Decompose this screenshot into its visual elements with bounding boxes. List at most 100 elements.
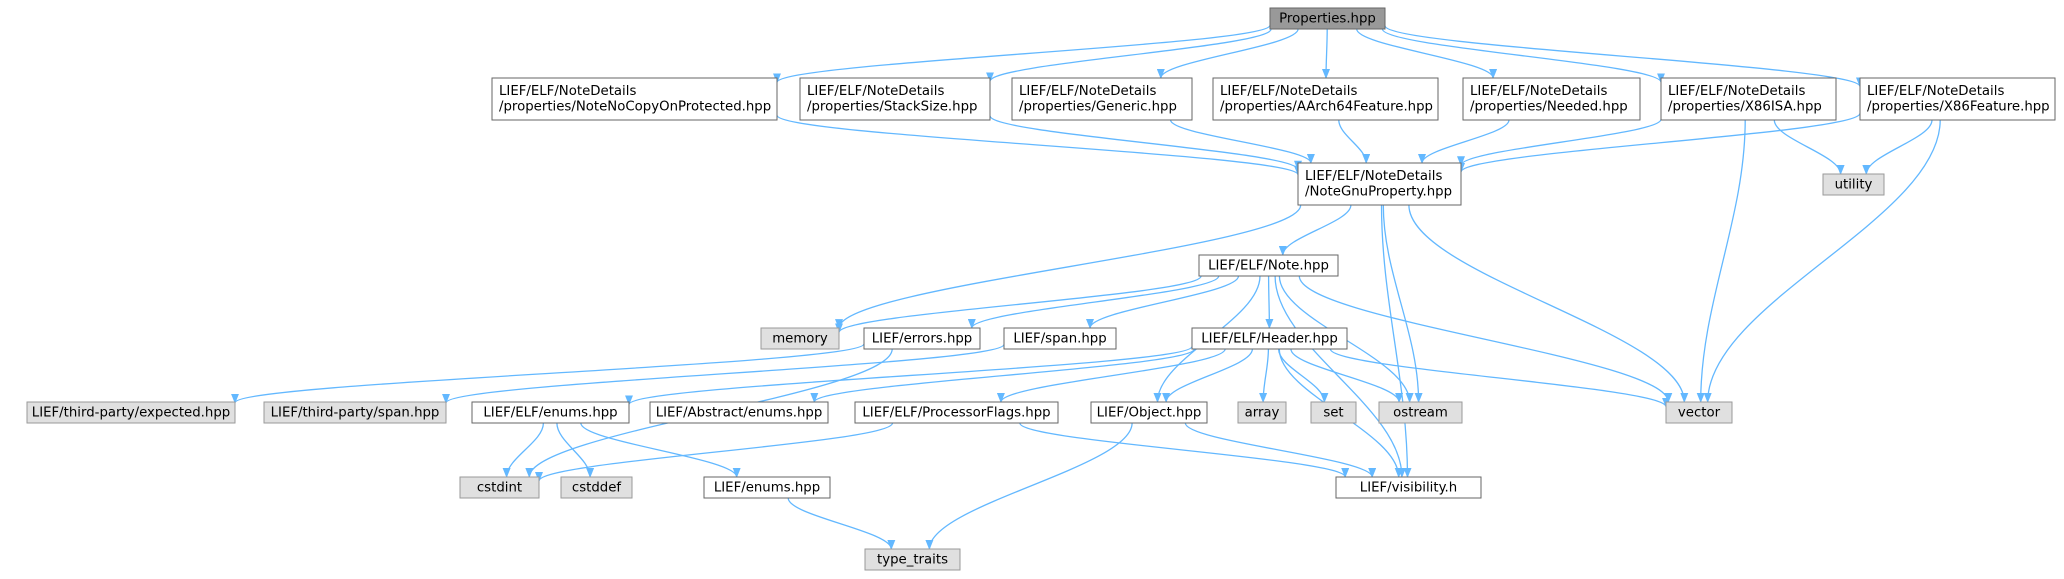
node-label-stacksize-line-0: LIEF/ELF/NoteDetails <box>807 84 944 99</box>
edge-header-to-elfenums <box>625 345 1193 406</box>
node-label-notegnu-line-0: LIEF/ELF/NoteDetails <box>1305 169 1442 184</box>
node-liefenums[interactable]: LIEF/enums.hpp <box>703 476 831 499</box>
edge-notegnu-to-vector <box>1408 204 1689 403</box>
node-note[interactable]: LIEF/ELF/Note.hpp <box>1198 254 1339 277</box>
edge-header-to-absenums <box>810 348 1195 403</box>
node-label-typetraits-line-0: type_traits <box>877 552 948 567</box>
node-elfenums[interactable]: LIEF/ELF/enums.hpp <box>471 401 630 424</box>
node-cstdint: cstdint <box>459 476 540 499</box>
node-box-generic <box>1011 77 1193 121</box>
node-box-ostream <box>1378 401 1463 424</box>
edge-x86isa-to-vector <box>1696 119 1746 403</box>
node-nocopy[interactable]: LIEF/ELF/NoteDetails/properties/NoteNoCo… <box>491 77 778 121</box>
edge-header-to-set <box>1277 348 1329 403</box>
node-box-needed <box>1462 77 1641 121</box>
edge-note-to-visibility <box>1274 275 1406 478</box>
edge-nocopy-to-notegnu <box>776 114 1302 176</box>
edge-elfenums-to-liefenums <box>580 422 741 478</box>
node-absenums[interactable]: LIEF/Abstract/enums.hpp <box>649 401 829 424</box>
node-box-memory <box>760 327 840 350</box>
edge-x86feature-to-notegnu <box>1457 112 1861 173</box>
edge-header-to-array <box>1259 348 1270 403</box>
node-expected: LIEF/third-party/expected.hpp <box>26 401 236 424</box>
node-label-ostream-line-0: ostream <box>1393 405 1448 420</box>
edge-x86feature-to-vector <box>1703 119 1941 403</box>
node-box-x86isa <box>1660 77 1837 121</box>
node-box-object <box>1090 401 1208 424</box>
node-box-typetraits <box>864 548 961 571</box>
node-label-memory-line-0: memory <box>772 331 828 346</box>
node-ostream: ostream <box>1378 401 1463 424</box>
node-box-header <box>1191 327 1348 350</box>
node-label-aarch64-line-0: LIEF/ELF/NoteDetails <box>1220 84 1357 99</box>
node-object[interactable]: LIEF/Object.hpp <box>1090 401 1208 424</box>
node-label-x86isa-line-0: LIEF/ELF/NoteDetails <box>1668 84 1805 99</box>
edge-note-to-memory <box>835 275 1202 334</box>
node-header[interactable]: LIEF/ELF/Header.hpp <box>1191 327 1348 350</box>
edge-liefenums-to-typetraits <box>787 497 896 550</box>
edge-x86isa-to-utility <box>1773 119 1845 175</box>
node-label-stacksize-line-1: /properties/StackSize.hpp <box>807 100 977 115</box>
node-label-errors-line-0: LIEF/errors.hpp <box>872 331 973 346</box>
node-box-set <box>1310 401 1357 424</box>
node-label-nocopy-line-0: LIEF/ELF/NoteDetails <box>499 84 636 99</box>
node-label-header-line-0: LIEF/ELF/Header.hpp <box>1201 331 1338 346</box>
edge-root-to-nocopy <box>773 24 1271 84</box>
edge-note-to-errors <box>967 275 1220 329</box>
edge-root-to-aarch64 <box>1322 28 1331 79</box>
edge-root-to-stacksize <box>986 28 1272 83</box>
node-root[interactable]: Properties.hpp <box>1269 7 1386 30</box>
edge-elfenums-to-cstdint <box>502 422 545 478</box>
node-x86isa[interactable]: LIEF/ELF/NoteDetails/properties/X86ISA.h… <box>1660 77 1837 121</box>
edge-note-to-span <box>1086 275 1240 329</box>
node-label-generic-line-1: /properties/Generic.hpp <box>1019 100 1177 115</box>
edge-header-to-object <box>1162 348 1254 403</box>
node-visibility[interactable]: LIEF/visibility.h <box>1335 476 1482 499</box>
node-generic[interactable]: LIEF/ELF/NoteDetails/properties/Generic.… <box>1011 77 1193 121</box>
edge-x86isa-to-notegnu <box>1457 118 1662 167</box>
node-aarch64[interactable]: LIEF/ELF/NoteDetails/properties/AArch64F… <box>1212 77 1439 121</box>
edge-root-to-needed <box>1356 28 1498 79</box>
node-label-elfenums-line-0: LIEF/ELF/enums.hpp <box>483 405 617 420</box>
node-label-nocopy-line-1: /properties/NoteNoCopyOnProtected.hpp <box>499 100 771 115</box>
node-box-x86feature <box>1859 77 2056 121</box>
node-box-utility <box>1822 173 1885 196</box>
node-label-visibility-line-0: LIEF/visibility.h <box>1360 480 1457 495</box>
edge-notegnu-to-ostream <box>1382 204 1423 403</box>
edge-notegnu-to-note <box>1278 204 1352 256</box>
node-utility: utility <box>1822 173 1885 196</box>
node-box-visibility <box>1335 476 1482 499</box>
node-box-tpspan <box>263 401 447 424</box>
node-box-array <box>1237 401 1287 424</box>
node-label-cstdint-line-0: cstdint <box>477 480 522 495</box>
node-box-notegnu <box>1297 162 1462 206</box>
node-notegnu[interactable]: LIEF/ELF/NoteDetails/NoteGnuProperty.hpp <box>1297 162 1462 206</box>
node-box-span <box>1003 327 1117 350</box>
edge-object-to-typetraits <box>925 422 1133 550</box>
node-errors[interactable]: LIEF/errors.hpp <box>863 327 981 350</box>
node-stacksize[interactable]: LIEF/ELF/NoteDetails/properties/StackSiz… <box>799 77 991 121</box>
edge-root-to-x86isa <box>1381 28 1665 84</box>
node-label-span-line-0: LIEF/span.hpp <box>1013 331 1106 346</box>
node-box-absenums <box>649 401 829 424</box>
node-label-x86isa-line-1: /properties/X86ISA.hpp <box>1668 100 1822 115</box>
edge-aarch64-to-notegnu <box>1338 119 1371 164</box>
node-box-note <box>1198 254 1339 277</box>
node-span[interactable]: LIEF/span.hpp <box>1003 327 1117 350</box>
edge-header-to-ostream <box>1290 348 1404 403</box>
edge-note-to-header <box>1265 275 1274 329</box>
node-cstddef: cstddef <box>560 476 633 499</box>
node-procflags[interactable]: LIEF/ELF/ProcessorFlags.hpp <box>854 401 1059 424</box>
node-needed[interactable]: LIEF/ELF/NoteDetails/properties/Needed.h… <box>1462 77 1641 121</box>
node-label-procflags-line-0: LIEF/ELF/ProcessorFlags.hpp <box>862 405 1050 420</box>
edge-header-to-vector <box>1329 348 1670 408</box>
node-box-vector <box>1665 401 1733 424</box>
edge-root-to-x86feature <box>1384 25 1864 88</box>
edge-elfenums-to-cstddef <box>556 422 595 478</box>
node-label-array-line-0: array <box>1245 405 1280 420</box>
edge-x86feature-to-utility <box>1862 119 1933 175</box>
node-x86feature[interactable]: LIEF/ELF/NoteDetails/properties/X86Featu… <box>1859 77 2056 121</box>
node-box-cstdint <box>459 476 540 499</box>
node-label-notegnu-line-1: /NoteGnuProperty.hpp <box>1305 185 1452 200</box>
node-label-root-line-0: Properties.hpp <box>1279 11 1376 26</box>
